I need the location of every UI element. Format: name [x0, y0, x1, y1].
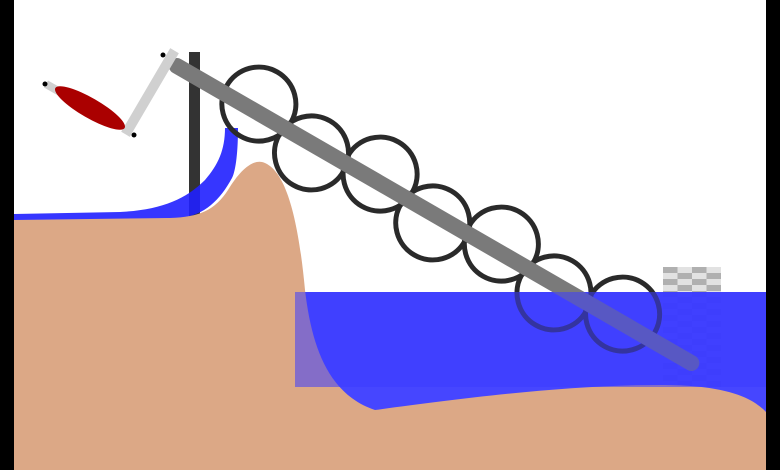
marker-cell: [706, 273, 721, 279]
water-surface-overlay: [295, 292, 766, 387]
marker-cell: [706, 267, 721, 273]
crank-pivot: [160, 52, 166, 58]
marker-cell: [692, 273, 707, 279]
marker-cell: [677, 273, 692, 279]
marker-cell: [677, 285, 692, 291]
marker-cell: [677, 279, 692, 285]
crank-arm: [121, 48, 179, 137]
frame-right: [766, 0, 780, 470]
frame-left: [0, 0, 14, 470]
marker-cell: [663, 279, 678, 285]
marker-cell: [706, 285, 721, 291]
marker-cell: [706, 279, 721, 285]
support-post: [189, 52, 200, 222]
marker-cell: [663, 273, 678, 279]
marker-cell: [663, 285, 678, 291]
handle-tip: [42, 81, 48, 87]
crank-handle: [54, 86, 125, 130]
outflow-water: [14, 128, 238, 222]
marker-cell: [692, 267, 707, 273]
crank-pivot: [131, 132, 137, 138]
ground: [14, 161, 766, 470]
marker-cell: [663, 267, 678, 273]
marker-cell: [692, 285, 707, 291]
marker-cell: [677, 267, 692, 273]
marker-cell: [692, 279, 707, 285]
